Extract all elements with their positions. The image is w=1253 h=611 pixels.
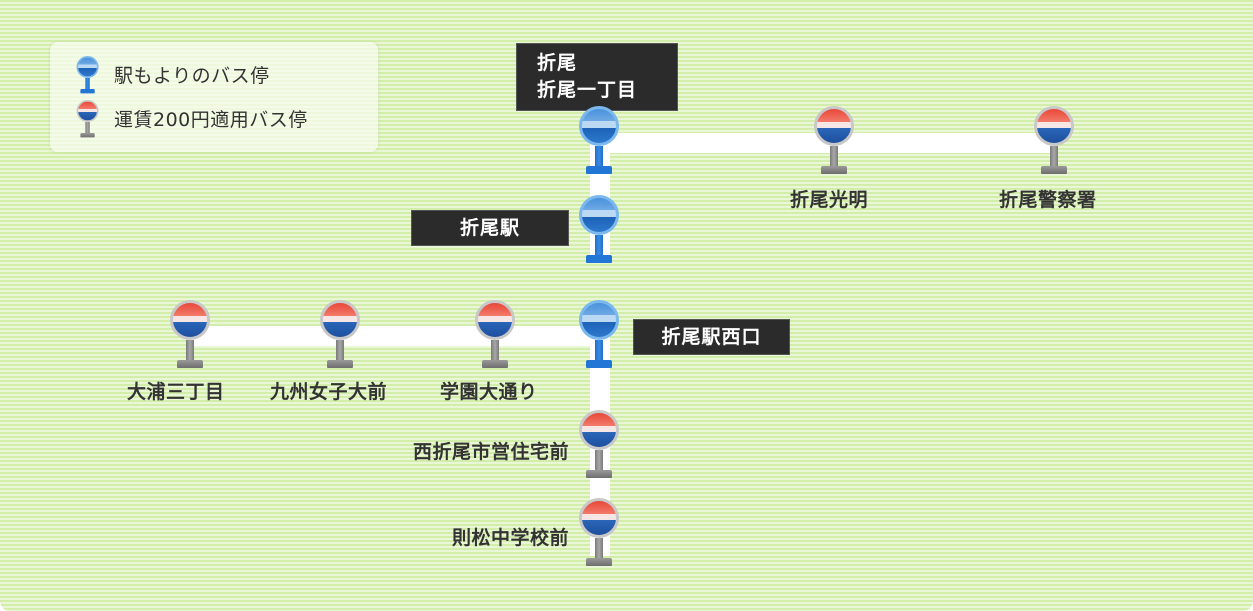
bus-stop-sign-icon [579, 106, 619, 146]
legend-item-fare: 運賃200円適用バス停 [76, 100, 308, 138]
bus-stop-sign-icon [475, 300, 515, 340]
legend: 駅もよりのバス停 運賃200円適用バス停 [50, 42, 378, 152]
stop-label-orio-eki: 折尾駅 [411, 210, 569, 246]
stop-label-nishi-orio-shiei-jutaku-mae: 西折尾市営住宅前 [412, 441, 569, 463]
bus-stop-sign-icon [579, 410, 619, 450]
bus-stop-oura-sanchome[interactable] [169, 300, 215, 370]
bus-stop-orio-keisatsusho[interactable] [1033, 106, 1079, 176]
bus-stop-orio-itchome[interactable] [578, 106, 624, 176]
stop-label-norimatsu-chugakko-mae: 則松中学校前 [451, 527, 569, 549]
bus-stop-norimatsu-chugakko-mae[interactable] [578, 498, 624, 568]
bus-stop-sign-icon [1034, 106, 1074, 146]
route-line-west [190, 326, 610, 346]
bus-stop-orio-komyo[interactable] [813, 106, 859, 176]
stop-label-orio-eki-nishiguchi: 折尾駅西口 [633, 319, 790, 355]
bus-stop-sign-icon [170, 300, 210, 340]
bus-stop-sign-icon [814, 106, 854, 146]
stop-label-orio-komyo: 折尾光明 [790, 189, 869, 211]
bus-stop-nishi-orio-shiei-jutaku-mae[interactable] [578, 410, 624, 480]
fare-200-bus-stop-icon [76, 100, 100, 138]
stop-label-oura-sanchome: 大浦三丁目 [127, 381, 225, 403]
station-bus-stop-icon [76, 56, 100, 94]
stop-label-gakuen-odori: 学園大通り [440, 381, 538, 403]
bus-stop-orio-eki[interactable] [578, 195, 624, 265]
legend-label-station: 駅もよりのバス停 [114, 64, 270, 87]
stop-label-orio-itchome: 折尾 折尾一丁目 [516, 43, 678, 111]
stop-label-orio-keisatsusho: 折尾警察署 [999, 189, 1097, 211]
legend-label-fare: 運賃200円適用バス停 [114, 108, 308, 131]
bus-stop-sign-icon [579, 195, 619, 235]
bus-stop-sign-icon [320, 300, 360, 340]
stop-label-line-2: 折尾一丁目 [537, 79, 638, 101]
bus-stop-orio-eki-nishiguchi[interactable] [578, 300, 624, 370]
bus-stop-kyushu-joshidai-mae[interactable] [319, 300, 365, 370]
bus-stop-sign-icon [579, 300, 619, 340]
stop-label-kyushu-joshidai-mae: 九州女子大前 [270, 381, 388, 403]
bus-stop-gakuen-odori[interactable] [474, 300, 520, 370]
bus-stop-sign-icon [579, 498, 619, 538]
stop-label-line-1: 折尾 [537, 52, 578, 74]
legend-item-station: 駅もよりのバス停 [76, 56, 270, 94]
